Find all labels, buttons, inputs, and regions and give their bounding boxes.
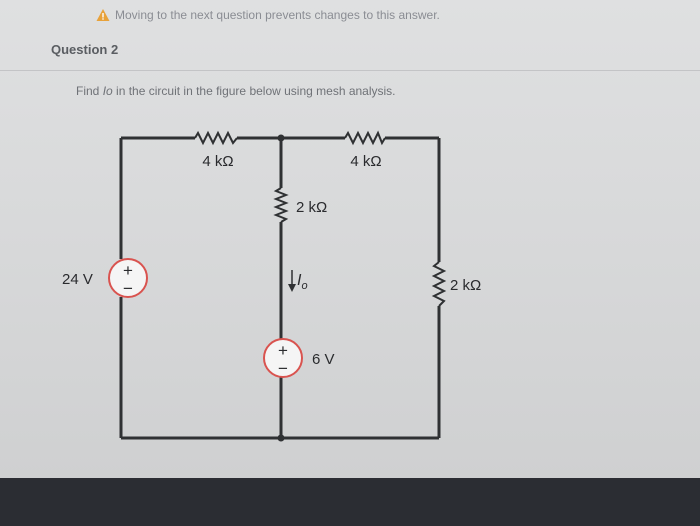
circuit-diagram: + − + − 4 kΩ 4 kΩ 2 kΩ 2 kΩ 24 V 6 V Io [62, 130, 481, 442]
resistor-top-right [344, 130, 386, 146]
navigation-warning: Moving to the next question prevents cha… [96, 4, 440, 26]
junction-node-bottom [277, 434, 285, 442]
label-r-middle: 2 kΩ [296, 199, 327, 216]
divider [0, 70, 700, 71]
resistor-right [431, 261, 447, 307]
question-title: Question 2 [51, 42, 119, 57]
label-v-middle: 6 V [312, 351, 335, 368]
warning-icon [96, 9, 110, 21]
question-page: Moving to the next question prevents cha… [0, 0, 700, 478]
resistor-top-left [194, 130, 238, 146]
label-r-top-left: 4 kΩ [202, 153, 233, 170]
voltage-source-left: + − [108, 258, 148, 298]
source-middle-minus: − [278, 359, 288, 378]
junction-node-top [277, 134, 285, 142]
voltage-source-middle: + − [263, 338, 303, 378]
resistor-middle [273, 187, 289, 223]
bottom-bar [0, 478, 700, 526]
circuit-wires [119, 136, 441, 440]
source-left-plus: + [123, 261, 133, 280]
source-middle-plus: + [278, 341, 288, 360]
label-v-left: 24 V [62, 271, 93, 288]
warning-text: Moving to the next question prevents cha… [115, 8, 440, 22]
label-r-right: 2 kΩ [450, 277, 481, 294]
source-left-minus: − [123, 279, 133, 298]
label-current: Io [297, 272, 308, 292]
prompt-variable: Io [102, 84, 113, 98]
label-r-top-right: 4 kΩ [350, 153, 381, 170]
current-arrow [288, 270, 296, 292]
question-prompt: Find Io in the circuit in the figure bel… [76, 84, 396, 98]
